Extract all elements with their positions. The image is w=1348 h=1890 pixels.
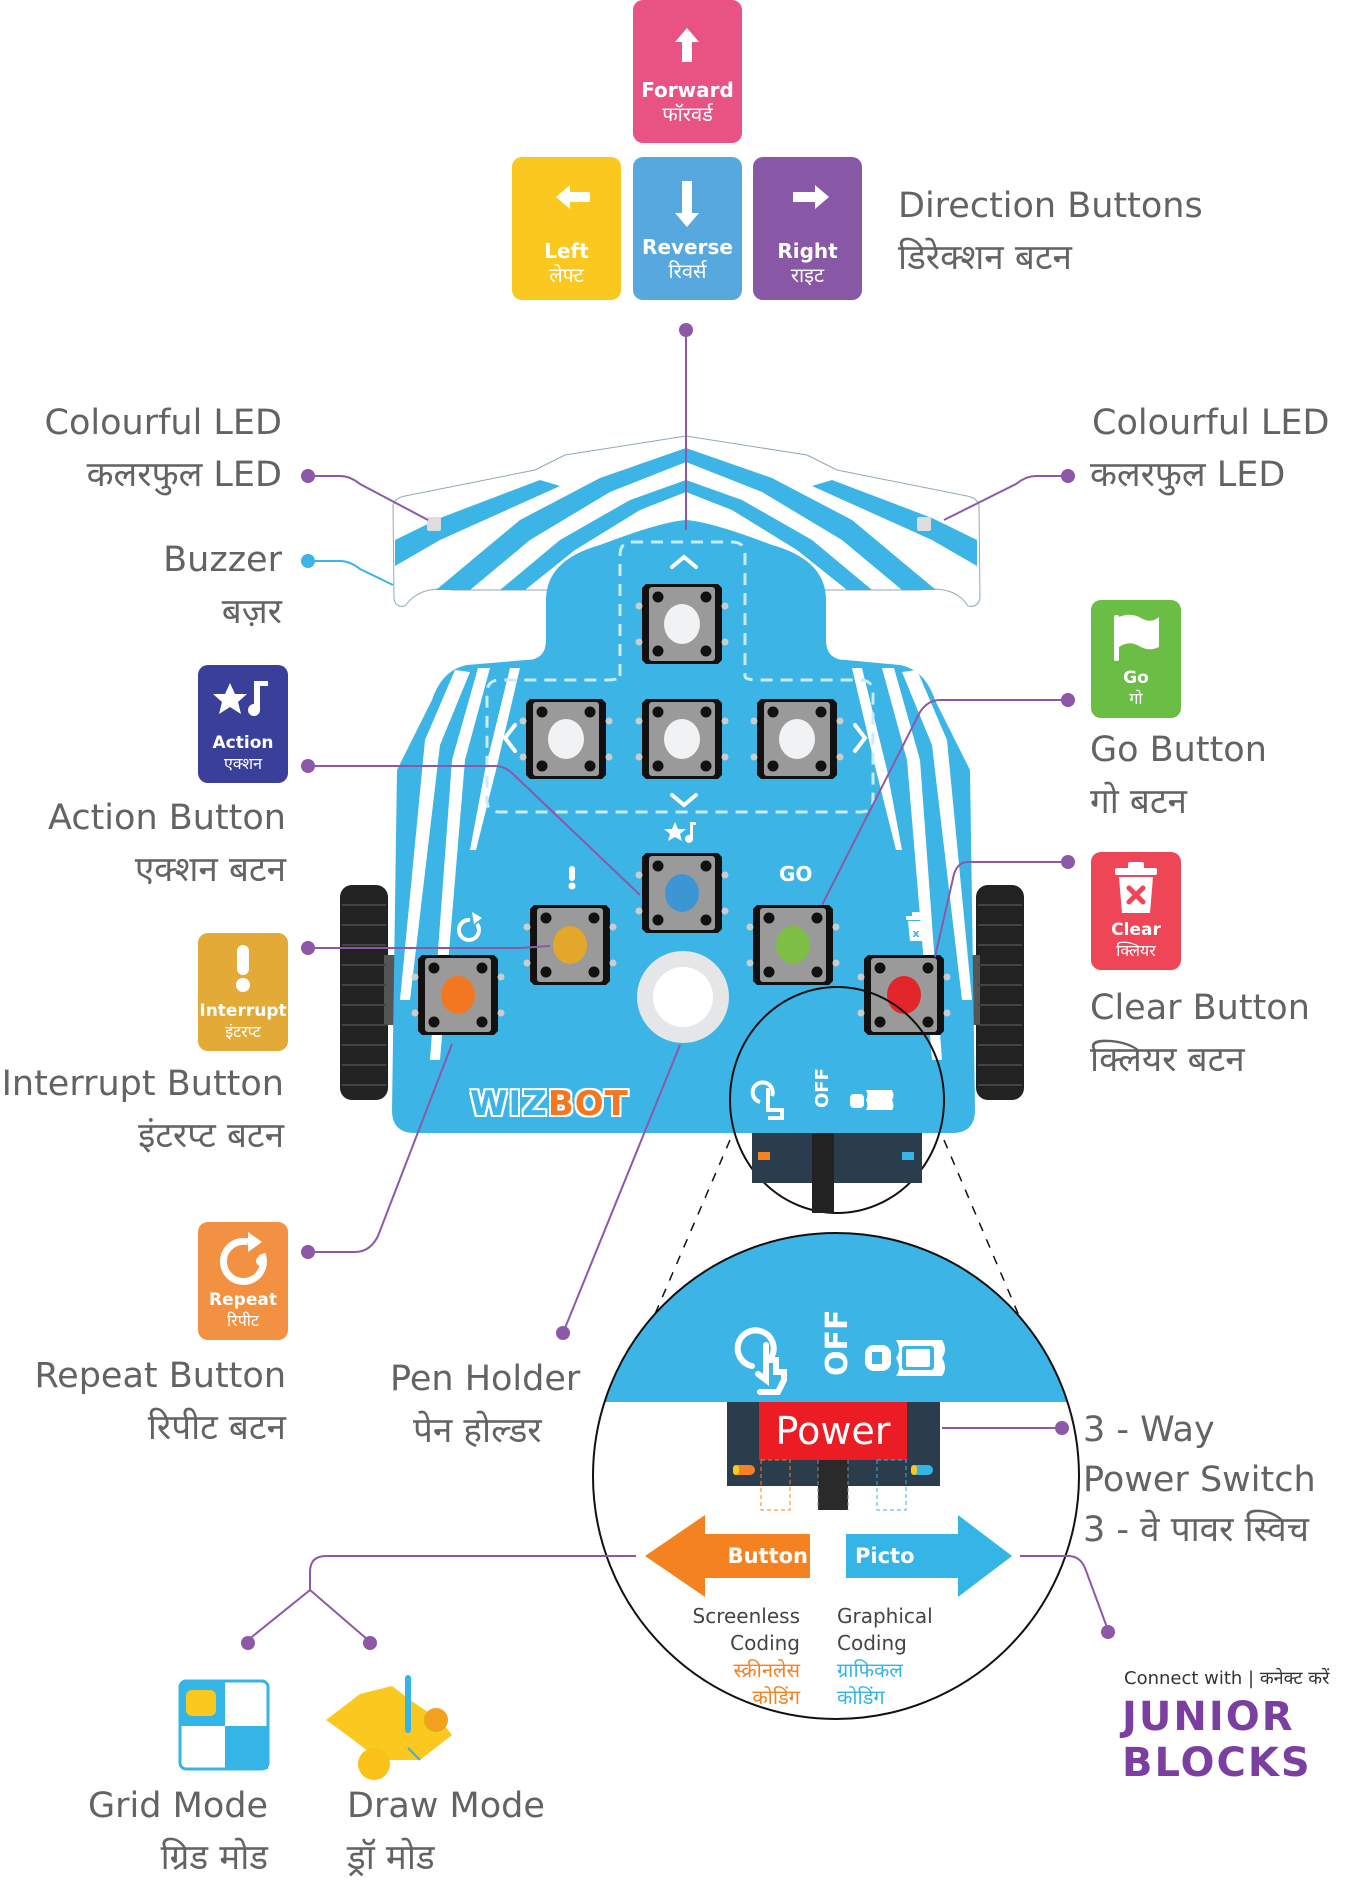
board-go-text: GO: [779, 862, 813, 886]
chevron-right-icon: [853, 723, 868, 753]
right-label-hi: राइट: [790, 263, 825, 287]
right-wheel: [968, 885, 1024, 1100]
reverse-tile[interactable]: Reverse रिवर्स: [633, 157, 742, 300]
board-star-music-icon: [664, 822, 696, 843]
board-trash-icon: x: [906, 912, 926, 941]
button-mode-desc: Screenless Coding स्क्रीनलेस कोडिंग: [692, 1604, 800, 1709]
power-label-box: [759, 1402, 907, 1460]
switch-small: [752, 1133, 922, 1213]
grid-mode-label: Grid Mode ग्रिड मोड: [88, 1786, 268, 1878]
picto-mode-arrow: [846, 1515, 1012, 1597]
zoom-off-text: OFF: [820, 1309, 855, 1377]
board-button-repeat[interactable]: [411, 955, 505, 1035]
led-right-chip: [917, 517, 931, 531]
forward-label: Forward: [641, 78, 734, 102]
interrupt-label: Interrupt Button इंटरप्ट बटन: [1, 1064, 284, 1156]
go-label: Go Button गो बटन: [1090, 730, 1267, 822]
junior-blocks-logo[interactable]: JUNIOR BLOCKS: [1122, 1694, 1312, 1786]
star-music-icon: [213, 681, 268, 716]
left-tile[interactable]: Left लेफ्ट: [512, 157, 621, 300]
left-label: Left: [544, 239, 589, 263]
repeat-tile: Repeat रिपीट: [198, 1222, 288, 1340]
picto-mode-desc: Graphical Coding ग्राफिकल कोडिंग: [837, 1604, 933, 1709]
chevron-down-icon: [670, 793, 698, 808]
power-switch-label: 3 - Way Power Switch 3 - वे पावर स्विच: [1083, 1410, 1316, 1550]
right-tile[interactable]: Right राइट: [753, 157, 862, 300]
pen-holder-label: Pen Holder पेन होल्डर: [390, 1359, 581, 1451]
left-label-hi: लेफ्ट: [549, 263, 584, 287]
led-blue-icon: [911, 1465, 933, 1475]
arrow-up-icon: [675, 28, 699, 62]
clear-label: Clear Button क्लियर बटन: [1090, 988, 1310, 1080]
button-mode-label: Button: [727, 1544, 808, 1568]
reverse-label: Reverse: [642, 235, 733, 259]
board-off-text: OFF: [812, 1068, 833, 1108]
led-left-chip: [427, 517, 441, 531]
board-button-go[interactable]: [746, 905, 840, 985]
svg-text:x: x: [912, 927, 919, 940]
reverse-label-hi: रिवर्स: [668, 259, 707, 283]
board-button-interrupt[interactable]: [523, 905, 617, 985]
wizbot-logo: WIZBOT: [469, 1083, 629, 1125]
chevron-up-icon: [670, 554, 698, 569]
direction-buttons-label: Direction Buttons डिरेक्शन बटन: [898, 186, 1203, 278]
picto-mode-label: Picto: [855, 1544, 915, 1568]
arrow-down-icon: [675, 181, 699, 227]
leader-dots: [241, 323, 1115, 1650]
board-button-left[interactable]: [519, 699, 613, 779]
power-label: Power: [775, 1409, 891, 1453]
board-repeat-icon: [457, 912, 482, 942]
action-tile: Action एक्शन: [198, 665, 288, 783]
chevron-left-icon: [502, 723, 517, 753]
picto-card-icon: [865, 1340, 945, 1376]
repeat-icon: [219, 1232, 267, 1285]
clear-tile: Clear क्लियर: [1091, 852, 1181, 970]
board-button-forward[interactable]: [635, 584, 729, 664]
board-button-right[interactable]: [750, 699, 844, 779]
grid-mode-icon: [178, 1679, 270, 1771]
interrupt-tile: Interrupt इंटरप्ट: [198, 933, 288, 1051]
leader-lines: [247, 330, 1109, 1641]
board-button-reverse[interactable]: [635, 699, 729, 779]
trash-icon: [1115, 862, 1157, 913]
board-button-clear[interactable]: [857, 955, 951, 1035]
led-orange-icon: [733, 1465, 755, 1475]
board-button-action[interactable]: [635, 853, 729, 933]
go-tile: Go गो: [1091, 600, 1181, 718]
zoom-circle: [592, 1232, 1080, 1720]
led-right-label: Colourful LED कलरफुल LED: [1090, 403, 1330, 495]
draw-mode-label: Draw Mode ड्रॉ मोड: [347, 1786, 545, 1878]
board-exclamation-icon: [568, 866, 576, 890]
flag-icon: [1114, 614, 1159, 661]
pen-holder: [637, 951, 729, 1043]
switch-slider: [818, 1460, 848, 1510]
repeat-label: Repeat Button रिपीट बटन: [34, 1356, 286, 1448]
touch-hand-icon: [734, 1327, 787, 1395]
arrow-left-icon: [556, 185, 590, 209]
zoom-source-circle: [729, 986, 945, 1214]
led-left-label: Colourful LED कलरफुल LED: [44, 403, 282, 495]
arrow-right-icon: [793, 185, 829, 209]
forward-tile[interactable]: Forward फॉरवर्ड: [633, 0, 742, 143]
exclamation-icon: [236, 945, 250, 992]
draw-mode-icon: [326, 1675, 452, 1780]
right-label: Right: [777, 239, 838, 263]
action-label: Action Button एक्शन बटन: [48, 798, 286, 890]
left-wheel: [340, 885, 396, 1100]
buzzer-label: Buzzer बज़र: [163, 540, 282, 632]
button-mode-arrow: [645, 1515, 810, 1597]
forward-label-hi: फॉरवर्ड: [662, 102, 713, 126]
connect-with-text: Connect with | कनेक्ट करें: [1124, 1668, 1330, 1689]
